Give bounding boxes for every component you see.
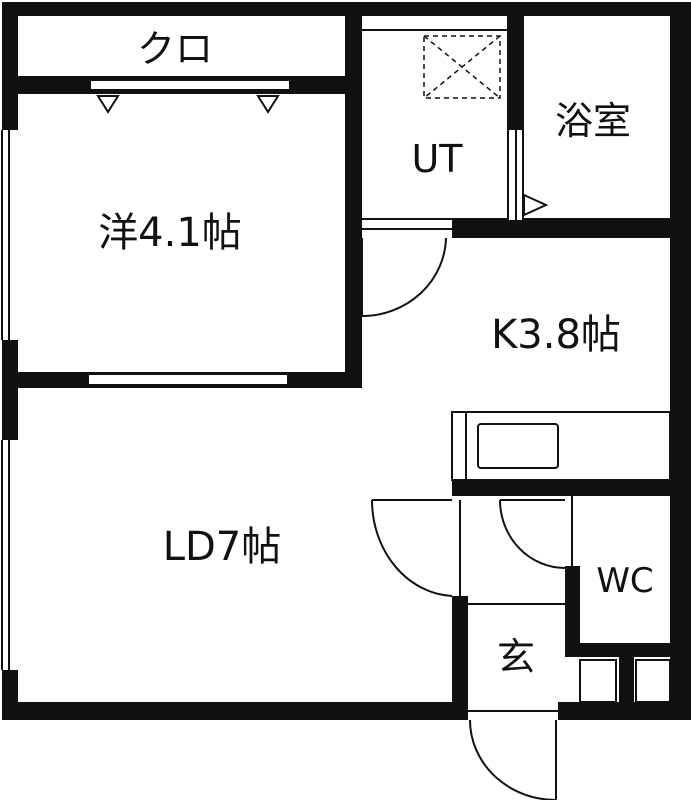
toilet-label: WC bbox=[596, 561, 653, 601]
washer-space bbox=[423, 35, 501, 99]
bathroom-label: 浴室 bbox=[555, 99, 631, 143]
utility-label: UT bbox=[411, 137, 463, 181]
bath-door bbox=[509, 130, 549, 220]
entrance-door bbox=[468, 702, 558, 800]
kitchen-label: K3.8帖 bbox=[491, 312, 621, 358]
left-windows bbox=[1, 130, 18, 670]
wc-door bbox=[499, 496, 580, 569]
ut-ceiling-area bbox=[362, 16, 507, 38]
living-dining-label: LD7帖 bbox=[163, 524, 282, 570]
closet-label: クロ bbox=[137, 27, 213, 71]
western-room-sliding-door bbox=[87, 373, 289, 386]
kitchen-counter bbox=[451, 411, 671, 481]
ut-door bbox=[361, 220, 452, 317]
entrance-label: 玄 bbox=[497, 635, 535, 679]
hall-door bbox=[370, 496, 468, 600]
closet-doors bbox=[89, 79, 291, 114]
western-room-label: 洋4.1帖 bbox=[98, 210, 242, 256]
